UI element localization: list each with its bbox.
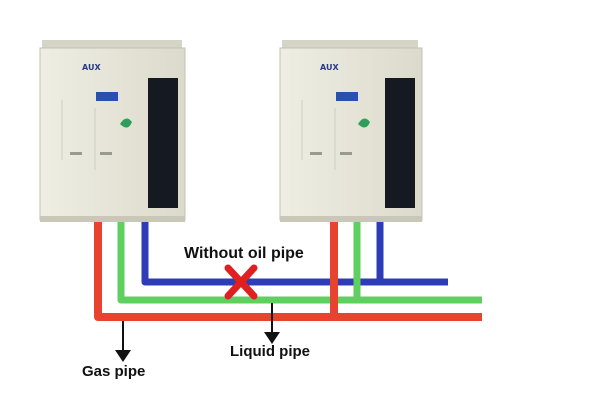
outdoor-unit-2: AUX — [279, 40, 423, 222]
unit-1-label-a — [70, 152, 82, 155]
gas-pipe — [94, 222, 482, 321]
liquid-pipe-arrow-icon — [264, 303, 280, 344]
unit-1-base — [40, 216, 185, 222]
unit-1-top-cap — [42, 40, 182, 50]
oil-pipe — [141, 222, 448, 286]
unit-2-base — [280, 216, 422, 222]
liquid-pipe — [117, 222, 482, 304]
gas-pipe-label: Gas pipe — [82, 363, 146, 380]
unit-1-label-b — [100, 152, 112, 155]
unit-2-top-cap — [282, 40, 418, 50]
unit-2-model-badge — [336, 92, 358, 101]
unit-2-leaf-icon — [358, 118, 370, 128]
unit-1-dark-panel — [148, 78, 178, 208]
unit-2-dark-panel — [385, 78, 415, 208]
gas-pipe-arrow-icon — [115, 321, 131, 362]
unit-2-brand-logo: AUX — [320, 63, 339, 72]
no-oil-pipe-cross-icon — [224, 264, 258, 300]
unit-1-brand-logo: AUX — [82, 63, 101, 72]
oil-pipe-label: Without oil pipe — [184, 245, 304, 262]
outdoor-unit-1: AUX — [39, 40, 186, 222]
liquid-pipe-label: Liquid pipe — [230, 343, 310, 360]
unit-1-leaf-icon — [120, 118, 132, 128]
unit-2-label-b — [340, 152, 352, 155]
unit-1-model-badge — [96, 92, 118, 101]
unit-2-label-a — [310, 152, 322, 155]
